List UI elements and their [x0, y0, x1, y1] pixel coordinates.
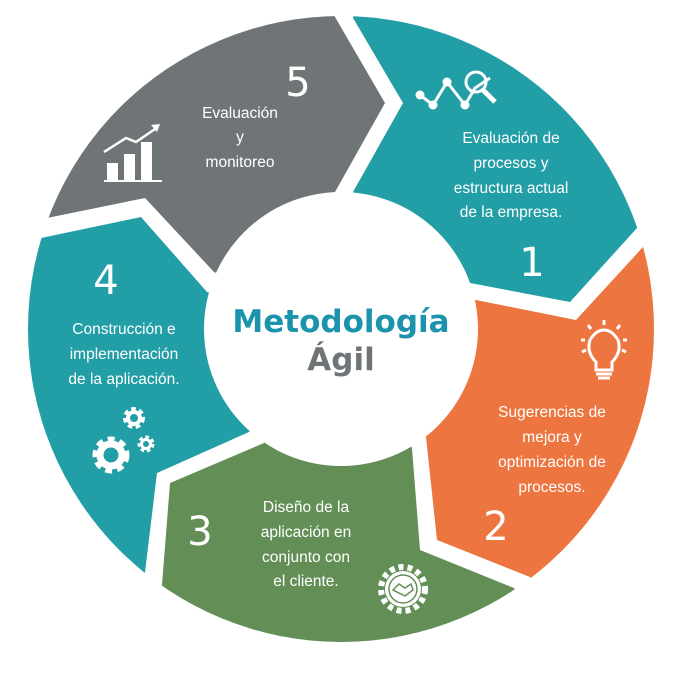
step-4: 4 Construcción e implementación de la ap… [68, 258, 180, 474]
step-2-number: 2 [483, 504, 508, 550]
step-3-line: Diseño de la [263, 499, 350, 516]
gears-icon [92, 407, 155, 474]
step-4-line: de la aplicación. [68, 371, 179, 388]
step-5-line: Evaluación [202, 105, 278, 122]
step-1-number: 1 [519, 240, 544, 286]
step-5-line: y [236, 129, 244, 146]
step-4-number: 4 [93, 258, 118, 304]
step-4-line: implementación [70, 346, 179, 363]
step-3-number: 3 [187, 509, 212, 555]
analytics-search-icon [415, 70, 497, 110]
growth-chart-icon [103, 124, 162, 182]
step-5-line: monitoreo [206, 154, 275, 171]
step-1-line: de la empresa. [460, 204, 563, 221]
title-line-2: Ágil [307, 342, 374, 378]
handshake-gear-icon [378, 564, 428, 614]
step-2-line: Sugerencias de [498, 404, 606, 421]
step-2-line: optimización de [498, 454, 606, 471]
step-2-line: mejora y [522, 429, 582, 446]
step-5: 5 Evaluación y monitoreo [103, 60, 311, 182]
lightbulb-icon [581, 320, 627, 380]
step-1-line: procesos y [474, 155, 549, 172]
step-1-line: estructura actual [454, 180, 569, 197]
segment-3 [140, 329, 560, 642]
step-2: Sugerencias de mejora y optimización de … [483, 320, 627, 550]
step-3: 3 Diseño de la aplicación en conjunto co… [187, 499, 428, 614]
title-line-1: Metodología [232, 304, 449, 340]
step-3-line: el cliente. [273, 573, 338, 590]
step-1-line: Evaluación de [462, 130, 559, 147]
step-3-line: conjunto con [262, 549, 350, 566]
center-circle [204, 192, 478, 466]
step-3-line: aplicación en [261, 524, 351, 541]
step-4-line: Construcción e [72, 321, 175, 338]
step-2-line: procesos. [518, 479, 585, 496]
step-1: Evaluación de procesos y estructura actu… [415, 70, 569, 286]
step-5-number: 5 [285, 60, 310, 106]
